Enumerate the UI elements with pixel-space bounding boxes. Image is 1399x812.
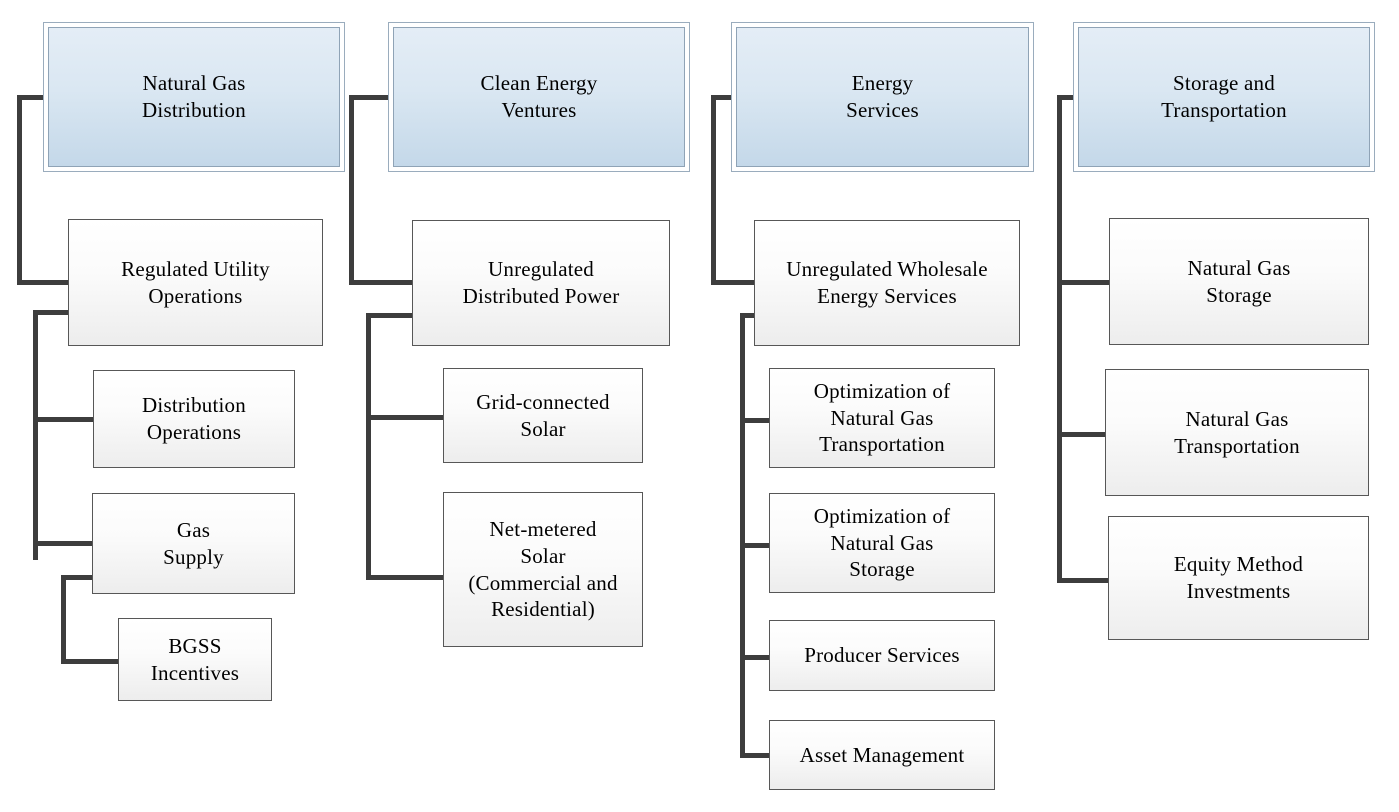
connector-c1-from-regulated-utility-operations bbox=[33, 310, 71, 315]
node-bgss-incentives[interactable]: BGSS Incentives bbox=[118, 618, 272, 701]
connector-c1-to-bgss-incentives bbox=[61, 659, 121, 664]
node-natural-gas-storage[interactable]: Natural Gas Storage bbox=[1109, 218, 1369, 345]
connector-c1-trunk-upper bbox=[17, 95, 22, 285]
node-optimization-of-natural-gas-transportation-label: Optimization of Natural Gas Transportati… bbox=[813, 378, 951, 457]
connector-c1-trunk-lower bbox=[33, 310, 38, 560]
connector-c2-to-unregulated-distributed-power bbox=[349, 280, 415, 285]
connector-c4-trunk bbox=[1057, 95, 1062, 583]
node-storage-and-transportation-label: Storage and Transportation bbox=[1161, 71, 1287, 122]
node-producer-services-label: Producer Services bbox=[804, 643, 960, 668]
connector-c4-to-header bbox=[1057, 95, 1081, 100]
node-unregulated-distributed-power-label: Unregulated Distributed Power bbox=[462, 257, 620, 308]
node-energy-services[interactable]: Energy Services bbox=[731, 22, 1034, 172]
node-optimization-of-natural-gas-storage[interactable]: Optimization of Natural Gas Storage bbox=[769, 493, 995, 593]
connector-c4-to-natural-gas-storage bbox=[1057, 280, 1112, 285]
node-unregulated-distributed-power[interactable]: Unregulated Distributed Power bbox=[412, 220, 670, 346]
node-regulated-utility-operations-label: Regulated Utility Operations bbox=[121, 256, 270, 308]
connector-c3-to-header bbox=[711, 95, 735, 100]
connector-c3-to-unregulated-wholesale-energy-services bbox=[711, 280, 759, 285]
node-unregulated-wholesale-energy-services-label: Unregulated Wholesale Energy Services bbox=[786, 257, 988, 308]
node-grid-connected-solar[interactable]: Grid-connected Solar bbox=[443, 368, 643, 463]
node-natural-gas-distribution-label: Natural Gas Distribution bbox=[142, 71, 246, 122]
node-unregulated-wholesale-energy-services[interactable]: Unregulated Wholesale Energy Services bbox=[754, 220, 1020, 346]
connector-c3-to-asset-management bbox=[740, 753, 773, 758]
node-distribution-operations-label: Distribution Operations bbox=[142, 393, 246, 444]
node-clean-energy-ventures[interactable]: Clean Energy Ventures bbox=[388, 22, 690, 172]
connector-c2-to-header bbox=[349, 95, 392, 100]
node-natural-gas-distribution-inner: Natural Gas Distribution bbox=[48, 27, 340, 167]
connector-c1-to-gas-supply bbox=[33, 541, 95, 546]
connector-c2-to-grid-connected-solar bbox=[366, 415, 446, 420]
node-clean-energy-ventures-label: Clean Energy Ventures bbox=[480, 71, 598, 122]
node-net-metered-solar[interactable]: Net-metered Solar (Commercial and Reside… bbox=[443, 492, 643, 647]
connector-c1-to-header bbox=[17, 95, 47, 100]
connector-c2-to-net-metered-solar bbox=[366, 575, 446, 580]
connector-c3-trunk-upper bbox=[711, 95, 716, 285]
node-storage-and-transportation-inner: Storage and Transportation bbox=[1078, 27, 1370, 167]
node-gas-supply[interactable]: Gas Supply bbox=[92, 493, 295, 594]
node-natural-gas-storage-label: Natural Gas Storage bbox=[1187, 255, 1291, 307]
connector-c1-to-regulated-utility-operations bbox=[17, 280, 71, 285]
node-regulated-utility-operations[interactable]: Regulated Utility Operations bbox=[68, 219, 323, 346]
node-natural-gas-transportation-label: Natural Gas Transportation bbox=[1174, 406, 1300, 458]
node-natural-gas-transportation[interactable]: Natural Gas Transportation bbox=[1105, 369, 1369, 496]
connector-c2-from-unregulated-distributed-power bbox=[366, 313, 415, 318]
node-bgss-incentives-label: BGSS Incentives bbox=[150, 633, 240, 685]
connector-c4-to-natural-gas-transportation bbox=[1057, 432, 1112, 437]
connector-c3-to-producer-services bbox=[740, 655, 773, 660]
node-clean-energy-ventures-inner: Clean Energy Ventures bbox=[393, 27, 685, 167]
connector-c1-to-distribution-operations bbox=[33, 417, 95, 422]
connector-c3-to-optimization-of-natural-gas-storage bbox=[740, 543, 773, 548]
connector-c3-trunk-lower bbox=[740, 313, 745, 758]
connector-c1-trunk-bgss bbox=[61, 575, 66, 664]
node-gas-supply-label: Gas Supply bbox=[163, 517, 224, 569]
node-producer-services[interactable]: Producer Services bbox=[769, 620, 995, 691]
node-asset-management[interactable]: Asset Management bbox=[769, 720, 995, 790]
node-equity-method-investments-label: Equity Method Investments bbox=[1173, 552, 1304, 603]
connector-c2-trunk-upper bbox=[349, 95, 354, 285]
node-equity-method-investments[interactable]: Equity Method Investments bbox=[1108, 516, 1369, 640]
node-storage-and-transportation[interactable]: Storage and Transportation bbox=[1073, 22, 1375, 172]
connector-c1-from-gas-supply bbox=[61, 575, 95, 580]
node-asset-management-label: Asset Management bbox=[799, 742, 965, 767]
node-net-metered-solar-label: Net-metered Solar (Commercial and Reside… bbox=[468, 516, 618, 622]
node-optimization-of-natural-gas-storage-label: Optimization of Natural Gas Storage bbox=[813, 503, 951, 582]
connector-c4-to-equity-method-investments bbox=[1057, 578, 1112, 583]
node-grid-connected-solar-label: Grid-connected Solar bbox=[476, 389, 610, 441]
node-distribution-operations[interactable]: Distribution Operations bbox=[93, 370, 295, 468]
connector-c2-trunk-lower bbox=[366, 313, 371, 580]
node-energy-services-label: Energy Services bbox=[846, 71, 919, 122]
node-energy-services-inner: Energy Services bbox=[736, 27, 1029, 167]
node-natural-gas-distribution[interactable]: Natural Gas Distribution bbox=[43, 22, 345, 172]
connector-c3-from-unregulated-wholesale-energy-services bbox=[740, 313, 759, 318]
connector-c3-to-optimization-of-natural-gas-transportation bbox=[740, 418, 773, 423]
node-optimization-of-natural-gas-transportation[interactable]: Optimization of Natural Gas Transportati… bbox=[769, 368, 995, 468]
